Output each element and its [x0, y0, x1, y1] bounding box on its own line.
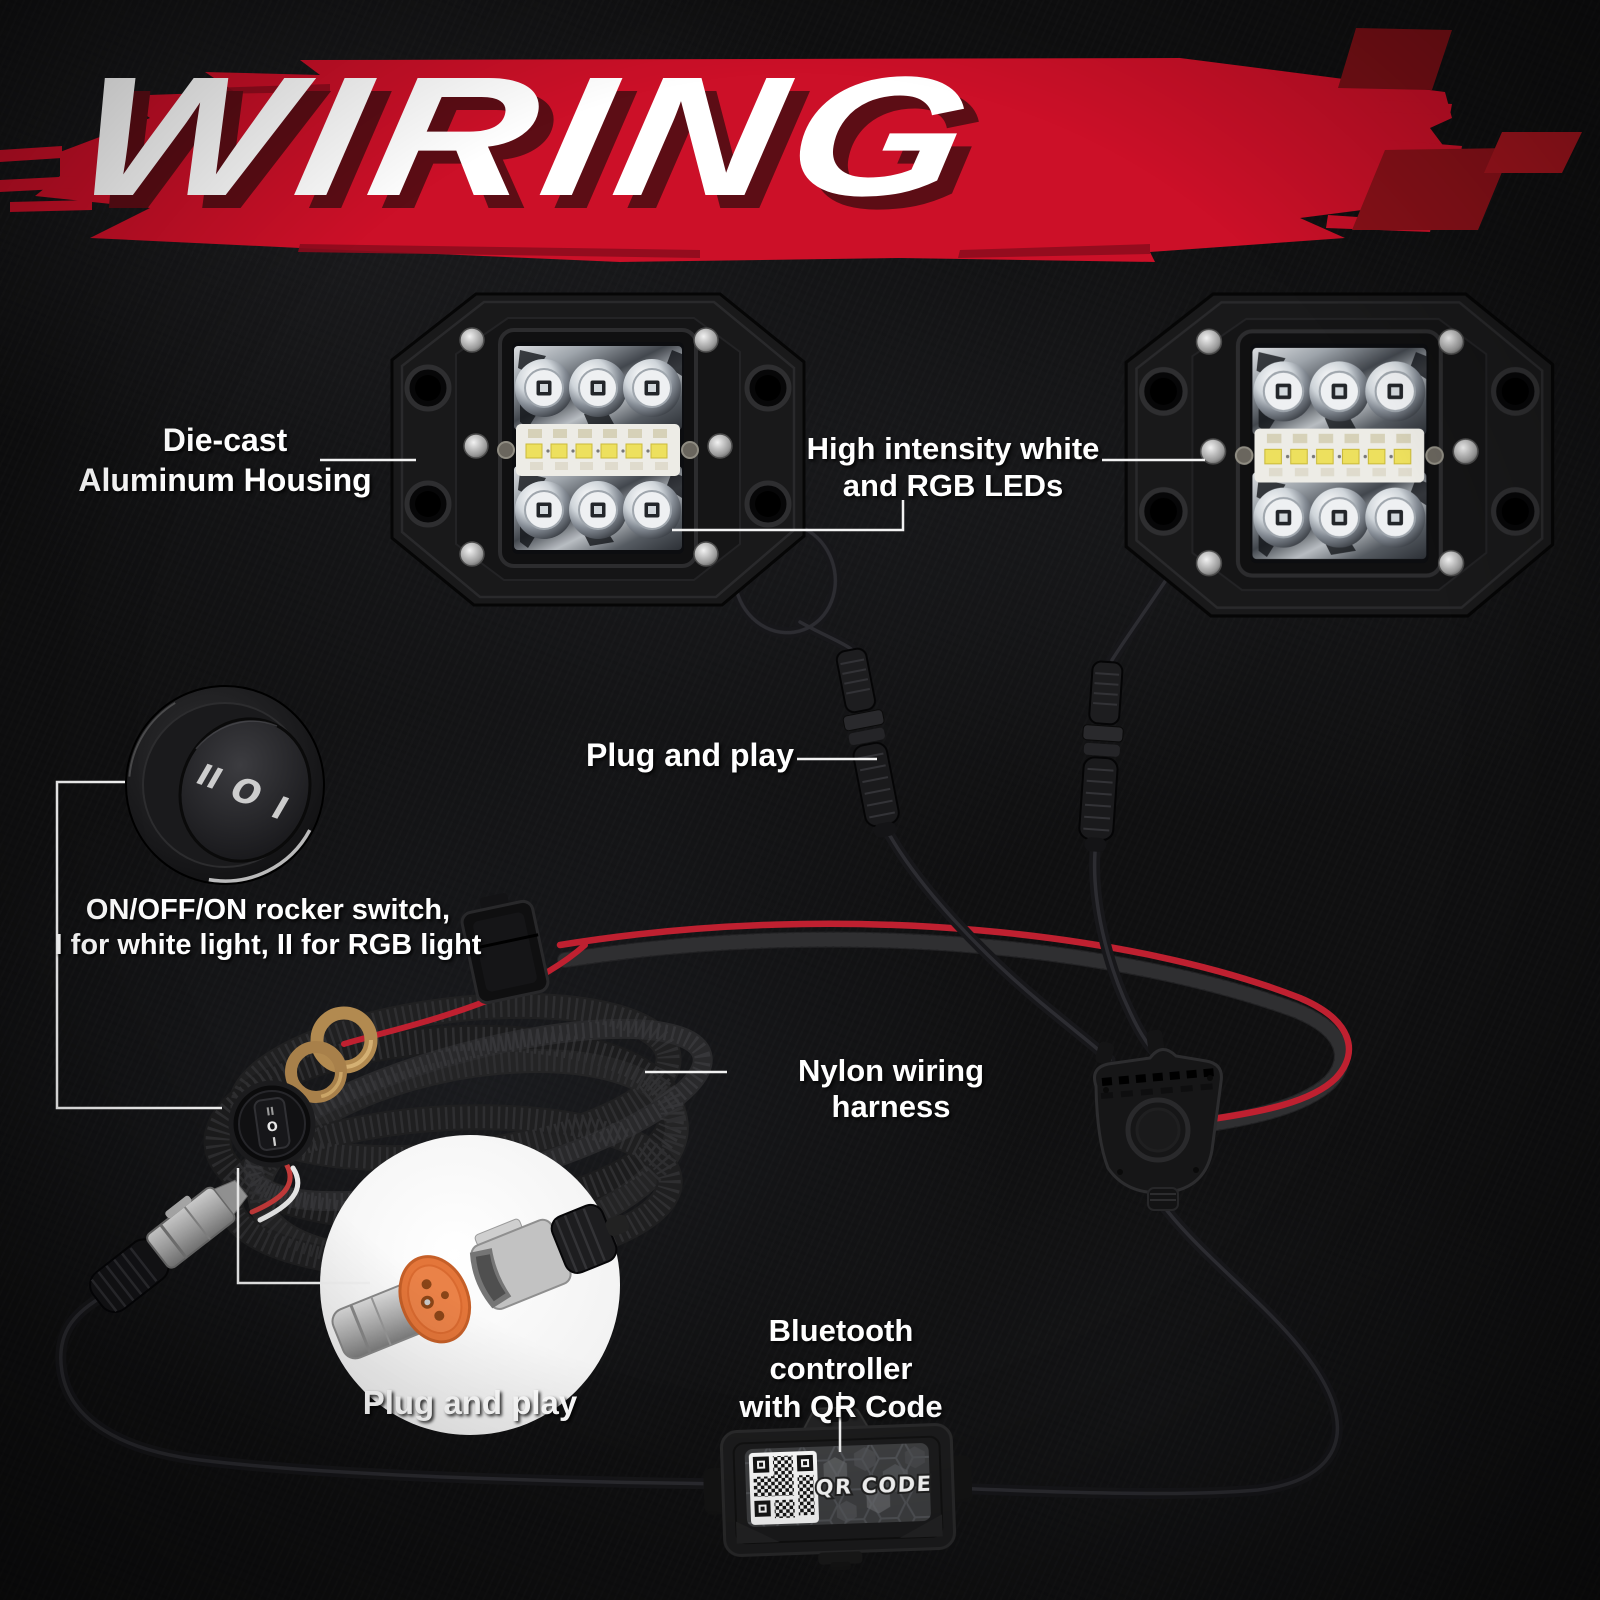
ring-terminals	[285, 1006, 378, 1103]
callout-lines	[55, 458, 1205, 1452]
inline-connector-right	[1078, 660, 1124, 852]
label-plug-and-play-top: Plug and play	[585, 737, 795, 773]
fuse-holder	[460, 893, 550, 1005]
rocker-switch-photo: II O I	[125, 685, 325, 885]
callout-line-high-intensity-left	[672, 500, 905, 532]
label-high-intensity: High intensity white and RGB LEDs	[800, 430, 1106, 504]
label-bluetooth-controller: Bluetooth controller with QR Code	[698, 1312, 984, 1426]
label-rocker-switch-line1: ON/OFF/ON rocker switch,	[85, 894, 451, 926]
label-rocker-switch-line2: I for white light, II for RGB light	[54, 929, 482, 961]
label-die-cast: Die-cast Aluminum Housing	[75, 420, 375, 500]
harness-mini-rocker-switch: II O I	[228, 1080, 316, 1168]
label-high-intensity-line2: and RGB LEDs	[842, 468, 1064, 503]
label-high-intensity-line1: High intensity white	[806, 431, 1100, 466]
label-bluetooth-line1: Bluetooth controller	[768, 1313, 914, 1386]
mini-switch-pos-2: II	[265, 1105, 275, 1119]
label-rocker-switch: ON/OFF/ON rocker switch, I for white lig…	[45, 893, 491, 963]
inline-connector-left	[835, 647, 900, 838]
page-title: WIRING	[61, 42, 994, 232]
plug-and-play-detail-photo	[320, 1135, 630, 1435]
bluetooth-controller-photo: QR CODE	[703, 1406, 973, 1571]
callout-line-rocker-switch	[55, 780, 222, 1110]
label-nylon-harness: Nylon wiring harness	[798, 1053, 984, 1124]
y-splitter	[1093, 1029, 1223, 1211]
right-pod-light-photo	[1126, 294, 1552, 616]
mini-switch-pos-off: O	[266, 1119, 279, 1135]
cable-runs	[55, 517, 1343, 1499]
label-bluetooth-line2: with QR Code	[739, 1389, 943, 1424]
qr-code	[748, 1450, 819, 1525]
label-plug-and-play-bottom: Plug and play	[362, 1384, 578, 1421]
label-die-cast-line1: Die-cast	[162, 422, 288, 458]
harness-deutsch-connector	[89, 1179, 248, 1314]
mini-switch-pos-1: I	[271, 1135, 277, 1149]
qr-code-label: QR CODE	[815, 1471, 933, 1500]
callout-line-plug-bottom	[236, 1168, 370, 1285]
harness-braid-arc	[556, 920, 1353, 1134]
left-pod-light-photo	[392, 294, 804, 605]
label-die-cast-line2: Aluminum Housing	[78, 462, 372, 498]
red-parallelogram-decor	[1338, 28, 1582, 230]
